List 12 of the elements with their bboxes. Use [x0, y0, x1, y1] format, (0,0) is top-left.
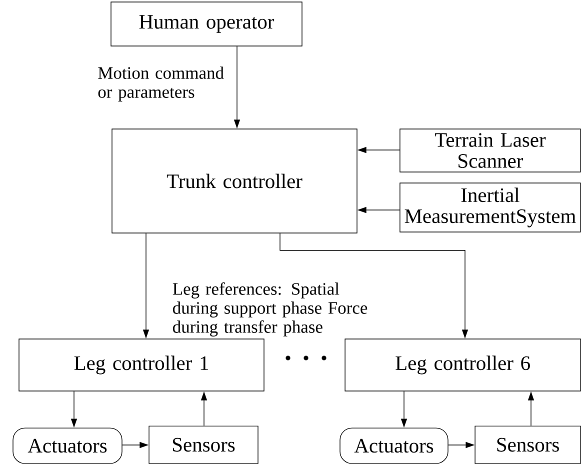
process-box: Inertial MeasurementSystem — [400, 182, 581, 232]
process-box: Leg controller 1 — [18, 338, 264, 392]
note-text: Leg references: Spatial during support phase Force during transfer phase — [172, 282, 368, 336]
edge-label: Motion command or parameters — [98, 66, 224, 102]
process-box: Leg controller 6 — [344, 338, 581, 392]
process-box: Sensors — [148, 426, 258, 464]
process-box: Terrain Laser Scanner — [400, 128, 581, 172]
process-box: Human operator — [110, 2, 302, 46]
rounded-box: Actuators — [340, 428, 448, 464]
rounded-box: Actuators — [12, 428, 122, 464]
process-box: Sensors — [474, 426, 581, 464]
process-box: Trunk controller — [112, 128, 358, 234]
